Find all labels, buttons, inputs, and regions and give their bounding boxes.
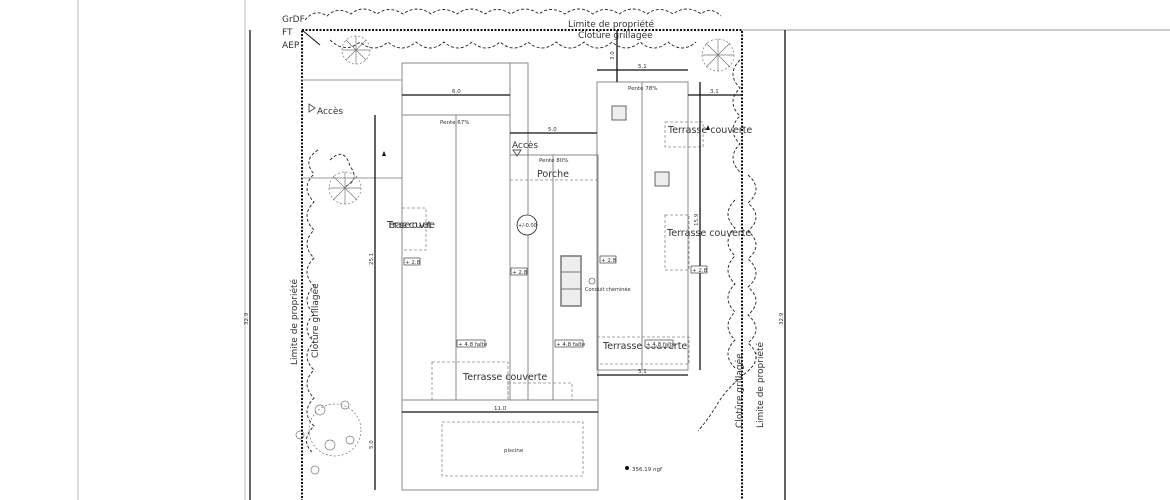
- house-outline: [308, 62, 710, 491]
- svg-text:Terrasse couverte: Terrasse couverte: [386, 220, 435, 231]
- eave-level: + 2.8: [692, 268, 708, 274]
- hedge-top: [304, 8, 722, 49]
- tree-icon: [295, 400, 362, 475]
- stairs-icon: [560, 255, 582, 307]
- ridge-level: + 4.8 faîte: [458, 341, 488, 348]
- dim-west-wing: 6.0: [452, 89, 461, 95]
- right-fence-label: Clotûre grillagée: [734, 353, 745, 428]
- left-property-limit: Limite de propriété: [289, 278, 300, 365]
- access-arrow-icon: [308, 103, 316, 113]
- property-boundary: [301, 29, 743, 500]
- dim-east-top: 5.1: [638, 64, 647, 70]
- terrace-west-label: Terrasse couverte: [386, 220, 435, 231]
- ridge-level: + 4.8 faîte: [646, 341, 676, 348]
- dim-site-left: 32.9: [244, 312, 250, 325]
- tree-icon: [701, 38, 735, 72]
- hedge-right: [697, 59, 757, 432]
- slope-east: Pente 78%: [628, 86, 658, 92]
- right-property-limit: Limite de propriété: [755, 341, 766, 428]
- ridge-level: + 4.8 faîte: [556, 341, 586, 348]
- floor-level: +/-0.00: [518, 223, 537, 229]
- top-property-limit: Limite de propriété: [568, 19, 655, 30]
- terrace-east-label: Terrasse couverte: [666, 228, 751, 239]
- tree-icon: [328, 171, 362, 205]
- dim-east-bottom: 5.1: [638, 369, 647, 375]
- eave-level: + 2.8: [405, 260, 421, 266]
- north-marker-icon: [382, 151, 386, 156]
- ngf-point: [625, 466, 629, 470]
- pool: [441, 421, 584, 477]
- chimney-label: Conduit cheminée: [585, 286, 631, 293]
- north-marker-icon: [706, 125, 710, 130]
- eave-level: + 2.8: [512, 270, 528, 276]
- house-access-label: Accès: [512, 140, 538, 151]
- dim-north-setback: 3.0: [610, 51, 616, 60]
- terrace-ne-label: Terrasse couverte: [667, 125, 752, 136]
- utility-water: AEP: [282, 41, 300, 51]
- utility-gas: GrDF: [282, 15, 305, 25]
- utility-arrow: [301, 29, 321, 46]
- dim-site-right: 32.9: [779, 312, 785, 325]
- eave-level: + 2.8: [601, 258, 617, 264]
- entrance-arrow-icon: [512, 149, 522, 157]
- site-access-label: Accès: [317, 106, 343, 117]
- dimension-lines: [249, 30, 786, 500]
- hedge-left: [306, 149, 355, 453]
- chimney-icon: [588, 277, 596, 285]
- terrace-south-label: Terrasse couverte: [462, 372, 547, 383]
- dim-pool-depth: 5.0: [369, 440, 375, 449]
- top-fence-label: Clotûre grillagée: [578, 30, 653, 41]
- slope-porch: Pente 80%: [539, 158, 569, 164]
- left-fence-label: Clotûre grillagée: [310, 283, 321, 358]
- porch-label: Porche: [537, 169, 569, 180]
- floor-level-marker: [516, 214, 538, 236]
- dim-porch: 5.0: [548, 127, 557, 133]
- utility-telecom: FT: [282, 28, 293, 38]
- skylight-icon: [611, 105, 627, 121]
- dim-west-length: 25.1: [369, 253, 375, 265]
- ngf-elevation: 356.19 ngf: [632, 467, 663, 473]
- tree-icon: [341, 35, 371, 65]
- pool-label: piscine: [504, 448, 524, 454]
- skylight-icon: [654, 171, 670, 187]
- dim-east-setback: 3.1: [710, 89, 719, 95]
- dim-total-width: 11.0: [494, 406, 507, 412]
- slope-west: Pente 67%: [440, 120, 470, 126]
- dim-east-length: 15.9: [694, 213, 700, 226]
